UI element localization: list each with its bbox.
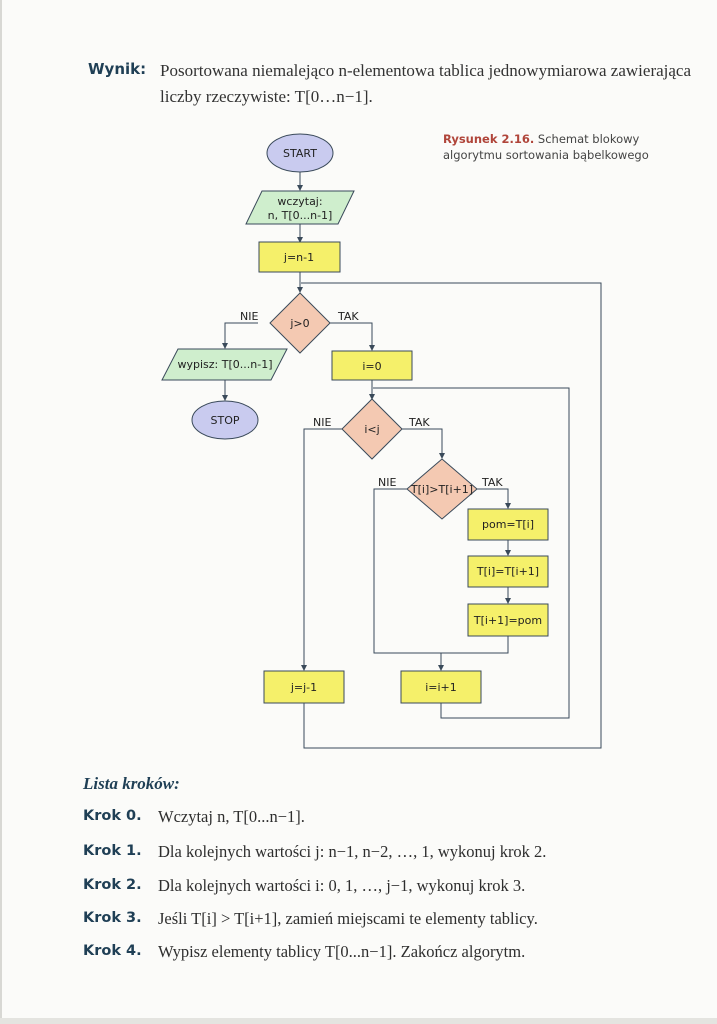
- inc-i-label: i=i+1: [425, 681, 457, 694]
- decision-j-label: j>0: [289, 317, 309, 330]
- swap-step-1-label: pom=T[i]: [482, 518, 534, 531]
- decision-i-yes-label: TAK: [408, 416, 430, 429]
- figure-caption: Rysunek 2.16. Schemat blokowy algorytmu …: [443, 131, 683, 163]
- result-label: Wynik:: [88, 60, 147, 78]
- stop-terminal: STOP: [191, 400, 259, 440]
- decision-swap-yes-label: TAK: [481, 476, 503, 489]
- decision-i: i<j: [341, 398, 403, 460]
- input-line-2: n, T[0...n-1]: [268, 209, 333, 222]
- step-text: Jeśli T[i] > T[i+1], zamień miejscami te…: [158, 909, 538, 928]
- figure-number: Rysunek 2.16.: [443, 132, 535, 146]
- page-bottom-edge: [0, 1018, 717, 1024]
- page-edge: [0, 0, 2, 1024]
- swap-step-1: pom=T[i]: [467, 508, 549, 541]
- step-label: Krok 4.: [83, 943, 142, 959]
- step-label: Krok 2.: [83, 877, 142, 893]
- step-label: Krok 0.: [83, 808, 142, 824]
- output-label: wypisz: T[0...n-1]: [178, 358, 273, 371]
- step-text: Wypisz elementy tablicy T[0...n−1]. Zako…: [158, 942, 526, 961]
- swap-step-2-label: T[i]=T[i+1]: [476, 565, 539, 578]
- result-description: Posortowana niemalejąco n-elementowa tab…: [160, 58, 700, 110]
- steps-title: Lista kroków:: [83, 774, 180, 793]
- init-j-label: j=n-1: [283, 251, 314, 264]
- decision-j-yes-label: TAK: [337, 310, 359, 323]
- dec-j-label: j=j-1: [290, 681, 317, 694]
- dec-j-block: j=j-1: [263, 670, 345, 704]
- stop-label: STOP: [211, 414, 240, 427]
- init-i-label: i=0: [362, 360, 381, 373]
- step-label: Krok 1.: [83, 843, 142, 859]
- decision-i-no-label: NIE: [313, 416, 331, 429]
- decision-swap-no-label: NIE: [378, 476, 396, 489]
- decision-i-label: i<j: [364, 423, 379, 436]
- decision-swap-label: T[i]>T[i+1]: [410, 483, 473, 496]
- decision-j-no-label: NIE: [240, 310, 258, 323]
- step-text: Dla kolejnych wartości j: n−1, n−2, …, 1…: [158, 842, 547, 861]
- swap-step-3-label: T[i+1]=pom: [473, 614, 542, 627]
- step-label: Krok 3.: [83, 910, 142, 926]
- swap-step-3: T[i+1]=pom: [467, 603, 549, 637]
- start-terminal: START: [266, 133, 334, 173]
- start-label: START: [283, 147, 317, 160]
- init-i-block: i=0: [331, 350, 413, 381]
- decision-swap: T[i]>T[i+1]: [406, 458, 478, 520]
- init-j-block: j=n-1: [258, 241, 341, 273]
- output-block: wypisz: T[0...n-1]: [161, 348, 288, 381]
- input-block: wczytaj: n, T[0...n-1]: [245, 190, 355, 225]
- decision-j: j>0: [269, 292, 331, 354]
- input-line-1: wczytaj:: [277, 195, 322, 208]
- figure-caption-text: Schemat blokowy algorytmu sortowania bąb…: [443, 132, 649, 162]
- step-text: Wczytaj n, T[0...n−1].: [158, 807, 305, 826]
- result-line-1: Posortowana niemalejąco n-elementowa tab…: [160, 61, 692, 80]
- swap-step-2: T[i]=T[i+1]: [467, 555, 549, 588]
- result-line-2: liczby rzeczywiste: T[0…n−1].: [160, 87, 373, 106]
- inc-i-block: i=i+1: [400, 670, 482, 704]
- step-text: Dla kolejnych wartości i: 0, 1, …, j−1, …: [158, 876, 526, 895]
